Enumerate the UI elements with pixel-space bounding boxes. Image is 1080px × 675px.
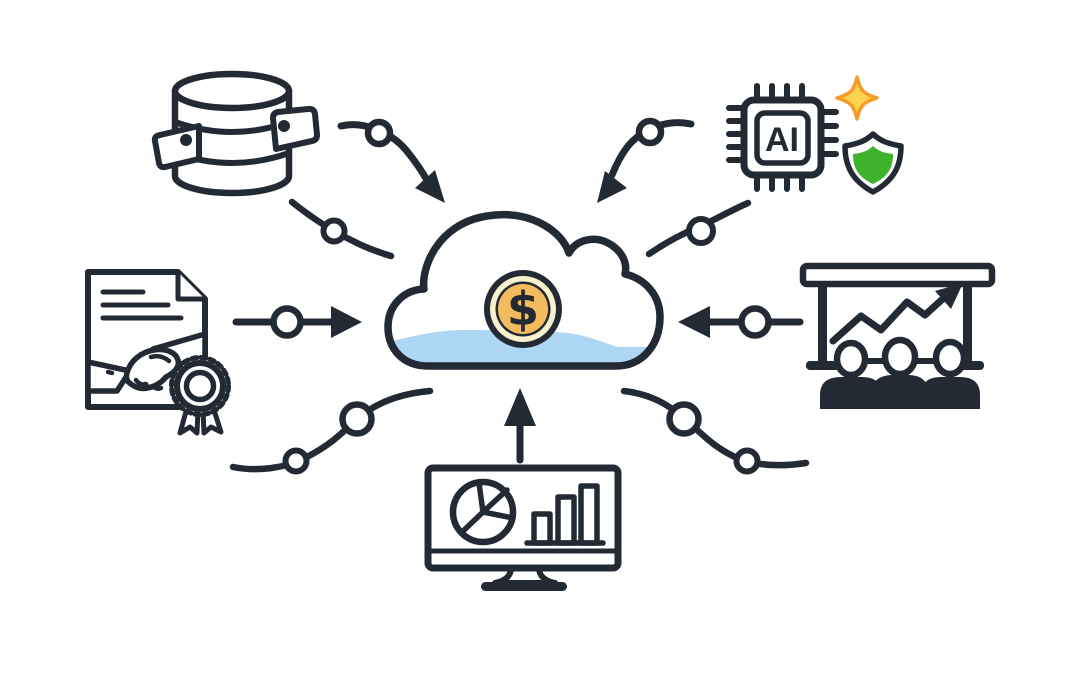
arrowhead (597, 171, 627, 203)
arrowhead (504, 388, 536, 426)
connector-dashboard-training-link (620, 387, 810, 475)
cloud-water-fill (388, 330, 660, 366)
waypoint-circle (635, 117, 665, 147)
chip-pins (726, 83, 839, 192)
ai-chip-label: AI (765, 121, 799, 159)
bar (531, 511, 553, 546)
sleeve-left (85, 359, 133, 394)
connector-chip-side-link (645, 199, 752, 258)
hand-fingers (105, 353, 172, 391)
tagged-database-icon (151, 70, 320, 197)
cloud-with-dollar-coin: $ (384, 211, 664, 370)
waypoint-circle (686, 216, 716, 246)
arrowhead (678, 306, 710, 338)
document-text-lines (100, 289, 184, 321)
database-top (171, 70, 293, 112)
person-head (881, 336, 919, 378)
presentation-growth-chart-icon (799, 262, 996, 409)
connector-chip-to-cloud (597, 117, 695, 203)
waypoint-circle (339, 401, 375, 437)
database-tag-right (270, 105, 320, 152)
board-top-bar (799, 262, 996, 288)
chip-core (754, 110, 811, 166)
waypoint-circle (282, 447, 310, 475)
sparkle-icon (835, 75, 879, 121)
connector-dashboard-to-cloud (504, 388, 536, 464)
growth-arrow (829, 283, 963, 345)
bar-chart-icon (524, 483, 606, 546)
waypoint-circle (733, 447, 761, 475)
cloud-outline (384, 211, 664, 370)
connector-training-to-cloud (678, 305, 804, 339)
rosette-center (183, 369, 217, 403)
waypoint-circle (738, 305, 772, 339)
dollar-coin-icon: $ (484, 270, 562, 348)
person-body (872, 375, 928, 409)
connector-contract-dashboard-link (229, 387, 434, 475)
shield-inner (853, 146, 893, 184)
board-leg-left (818, 284, 827, 366)
monitor-stand-base (481, 582, 567, 591)
arrowhead (331, 306, 362, 338)
board-foot-left (806, 361, 839, 370)
person-body (921, 377, 980, 409)
contract-handshake-certificate-icon (85, 269, 231, 436)
document-fold-corner (175, 269, 208, 302)
tag-hole (180, 134, 192, 146)
coin-dollar-label: $ (507, 282, 539, 336)
arrowhead (415, 170, 445, 203)
database-tag-left (151, 123, 202, 171)
waypoint-circle (364, 118, 394, 148)
connector-contract-to-cloud (232, 305, 362, 339)
database-body (171, 87, 293, 197)
waypoint-circle (666, 401, 702, 437)
audience-people (820, 336, 980, 409)
waypoint-circle (270, 305, 304, 339)
tag-hole (278, 120, 290, 132)
person-head (932, 338, 968, 378)
board-leg-right (963, 284, 972, 366)
pie-chart-icon (449, 478, 517, 546)
connector-db-to-cloud (337, 118, 445, 203)
connector-db-side-link (288, 198, 395, 260)
award-rosette-icon (169, 355, 231, 436)
waypoint-circle (320, 217, 348, 245)
person-body (820, 377, 882, 409)
bar (578, 483, 600, 546)
analytics-monitor-icon (424, 464, 622, 591)
person-head (833, 339, 869, 379)
ai-chip-with-shield-icon: AI (726, 75, 904, 195)
